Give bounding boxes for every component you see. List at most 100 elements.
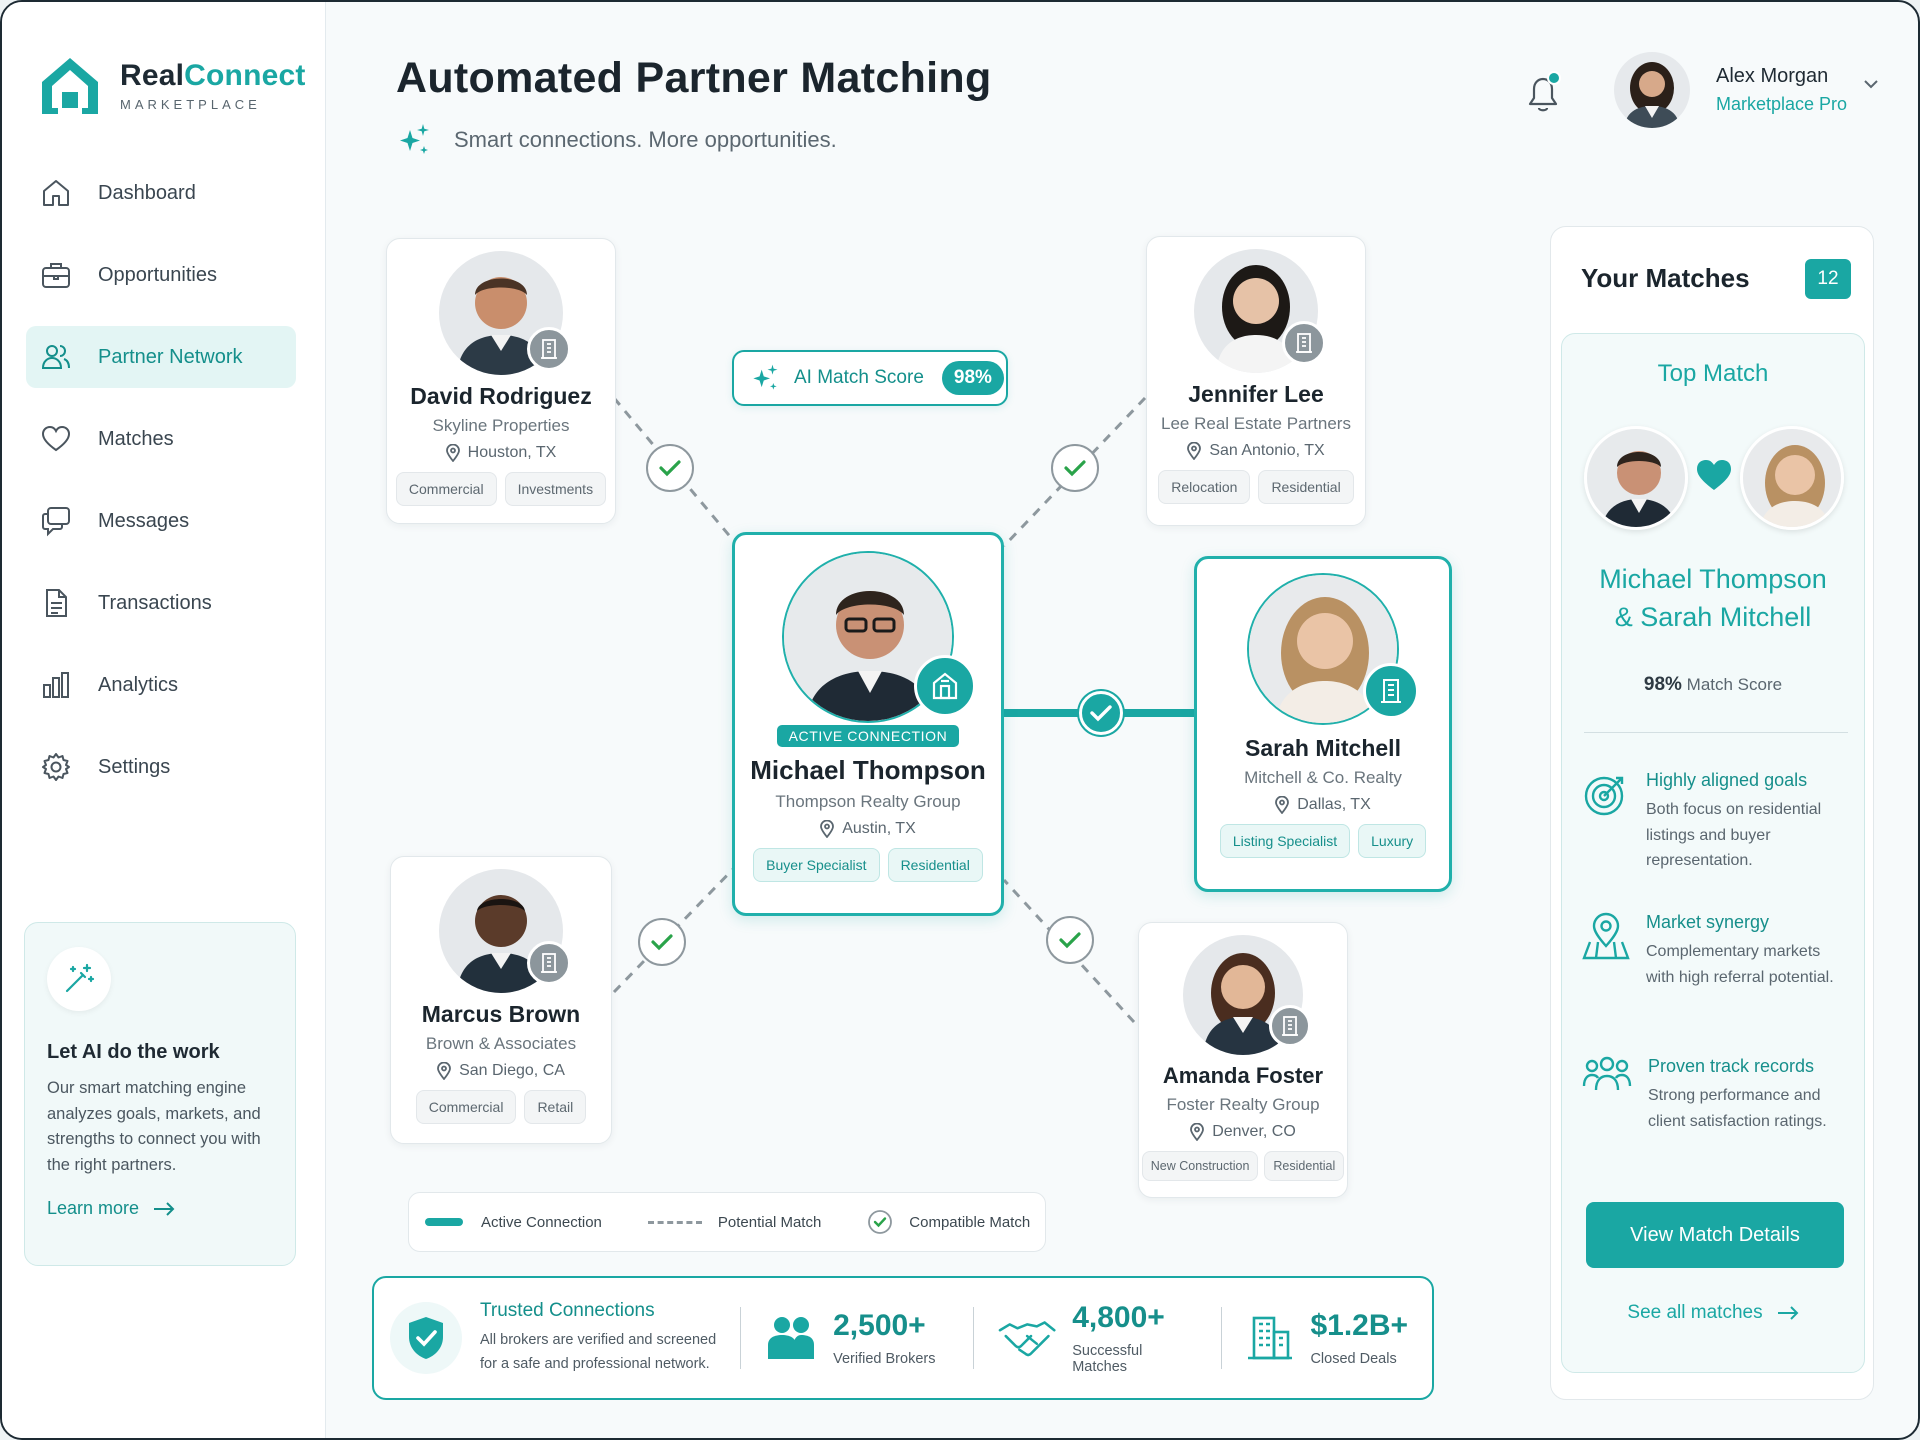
heart-icon xyxy=(41,425,71,452)
check-icon xyxy=(659,460,681,477)
sidebar-item-dashboard[interactable]: Dashboard xyxy=(26,162,296,224)
sidebar-item-label: Opportunities xyxy=(98,263,217,286)
stat-label: Closed Deals xyxy=(1310,1351,1397,1367)
tag: Retail xyxy=(524,1090,587,1124)
partner-location: Austin, TX xyxy=(735,820,1001,838)
tag-list: Relocation Residential xyxy=(1147,470,1365,504)
map-pin-icon xyxy=(437,1062,451,1080)
map-pin-icon xyxy=(1275,796,1290,814)
tag: Residential xyxy=(887,848,983,882)
building-icon xyxy=(1269,1005,1311,1047)
document-icon xyxy=(46,589,67,617)
trusted-connections: Trusted Connections All brokers are veri… xyxy=(374,1300,740,1376)
active-connection-label: ACTIVE CONNECTION xyxy=(735,723,1001,747)
partner-org: Brown & Associates xyxy=(425,1034,577,1053)
sidebar: RealConnect MARKETPLACE Dashboard Opport… xyxy=(2,2,326,1438)
sidebar-item-messages[interactable]: Messages xyxy=(26,490,296,552)
stat-value: 4,800+ xyxy=(1072,1301,1165,1334)
avatar xyxy=(1740,426,1844,530)
legend-potential: Potential Match xyxy=(647,1214,821,1231)
top-match-card[interactable]: Top Match Michael Thompson & Sarah Mitch… xyxy=(1561,333,1865,1373)
partner-card-jennifer[interactable]: Jennifer Lee Lee Real Estate Partners Sa… xyxy=(1146,236,1366,526)
match-count-badge: 12 xyxy=(1805,259,1851,299)
tag: Luxury xyxy=(1358,824,1427,858)
partner-location: Houston, TX xyxy=(387,444,615,462)
avatar xyxy=(782,551,954,723)
tag: Buyer Specialist xyxy=(753,848,880,882)
partner-name: David Rodriguez xyxy=(410,383,592,409)
check-icon xyxy=(1064,460,1086,477)
tag: Residential xyxy=(1258,470,1354,504)
page-subtitle: Smart connections. More opportunities. xyxy=(396,122,837,158)
stat-value: 2,500+ xyxy=(833,1309,926,1342)
tag-list: Listing Specialist Luxury xyxy=(1197,824,1449,858)
ai-score-value: 98% xyxy=(941,361,1004,395)
arrow-right-icon xyxy=(1777,1306,1799,1320)
top-match-names: Michael Thompson & Sarah Mitchell xyxy=(1599,564,1827,632)
user-role: Marketplace Pro xyxy=(1716,94,1848,114)
see-all-matches-link[interactable]: See all matches xyxy=(1562,1302,1864,1324)
sidebar-item-label: Analytics xyxy=(98,673,179,696)
partner-org: Foster Realty Group xyxy=(1166,1095,1320,1114)
gear-icon xyxy=(42,753,70,781)
app-tagline: MARKETPLACE xyxy=(120,96,261,112)
sidebar-item-label: Transactions xyxy=(98,591,212,614)
page-title: Automated Partner Matching xyxy=(396,54,992,102)
sidebar-item-analytics[interactable]: Analytics xyxy=(26,654,296,716)
building-icon xyxy=(527,941,571,985)
stat-closed-deals: $1.2B+ Closed Deals xyxy=(1222,1309,1432,1367)
learn-more-link[interactable]: Learn more xyxy=(47,1198,273,1219)
trust-description: All brokers are verified and screened fo… xyxy=(480,1332,717,1372)
partner-card-michael[interactable]: ACTIVE CONNECTION Michael Thompson Thomp… xyxy=(732,532,1004,916)
partner-card-david[interactable]: David Rodriguez Skyline Properties Houst… xyxy=(386,238,616,524)
reason-description: Both focus on residential listings and b… xyxy=(1646,801,1822,869)
legend-solid-swatch xyxy=(425,1218,463,1226)
check-circle-icon xyxy=(868,1210,893,1234)
divider xyxy=(972,1307,974,1369)
bell-icon[interactable] xyxy=(1522,70,1564,116)
sidebar-item-opportunities[interactable]: Opportunities xyxy=(26,244,296,306)
chevron-down-icon xyxy=(1864,80,1878,89)
handshake-icon xyxy=(998,1321,1056,1357)
legend-dashed-swatch xyxy=(647,1220,702,1224)
stat-label: Successful Matches xyxy=(1072,1343,1143,1375)
ai-card-description: Our smart matching engine analyzes goals… xyxy=(47,1079,261,1174)
map-pin-icon xyxy=(820,820,835,838)
partner-org: Skyline Properties xyxy=(432,416,570,435)
divider xyxy=(740,1307,742,1369)
reason-description: Complementary markets with high referral… xyxy=(1646,943,1834,986)
partner-card-sarah[interactable]: Sarah Mitchell Mitchell & Co. Realty Dal… xyxy=(1194,556,1452,892)
building-icon xyxy=(1363,663,1419,719)
users-group-icon xyxy=(768,1317,815,1359)
users-group-icon xyxy=(1582,1056,1632,1091)
home-icon xyxy=(43,180,69,206)
target-icon xyxy=(1584,776,1624,816)
sidebar-item-partner-network[interactable]: Partner Network xyxy=(26,326,296,388)
partner-card-amanda[interactable]: Amanda Foster Foster Realty Group Denver… xyxy=(1138,922,1348,1198)
stat-successful-matches: 4,800+ Successful Matches xyxy=(974,1301,1222,1375)
avatar xyxy=(439,251,563,375)
tag: New Construction xyxy=(1141,1151,1259,1181)
ai-promo-card: Let AI do the work Our smart matching en… xyxy=(24,922,296,1266)
reason-description: Strong performance and client satisfacti… xyxy=(1648,1087,1827,1130)
trust-title: Trusted Connections xyxy=(480,1300,655,1321)
stat-verified-brokers: 2,500+ Verified Brokers xyxy=(741,1309,973,1367)
sidebar-item-transactions[interactable]: Transactions xyxy=(26,572,296,634)
building-icon xyxy=(1248,1316,1293,1360)
partner-card-marcus[interactable]: Marcus Brown Brown & Associates San Dieg… xyxy=(390,856,612,1144)
sidebar-item-settings[interactable]: Settings xyxy=(26,736,296,798)
reason-aligned-goals: Highly aligned goals Both focus on resid… xyxy=(1582,770,1852,874)
partner-name: Michael Thompson xyxy=(750,755,986,785)
trust-stats-bar: Trusted Connections All brokers are veri… xyxy=(372,1276,1434,1400)
check-icon xyxy=(1059,932,1081,949)
user-menu[interactable]: Alex Morgan Marketplace Pro xyxy=(1614,52,1879,128)
view-match-details-button[interactable]: View Match Details xyxy=(1586,1202,1844,1268)
bar-chart-icon xyxy=(43,672,69,698)
sidebar-item-matches[interactable]: Matches xyxy=(26,408,296,470)
sparkle-icon xyxy=(753,364,778,390)
tag: Commercial xyxy=(415,1090,517,1124)
logo[interactable]: RealConnect MARKETPLACE xyxy=(38,52,306,118)
partner-org: Thompson Realty Group xyxy=(775,792,961,811)
partner-location: San Diego, CA xyxy=(391,1062,611,1080)
learn-more-label: Learn more xyxy=(47,1198,140,1218)
